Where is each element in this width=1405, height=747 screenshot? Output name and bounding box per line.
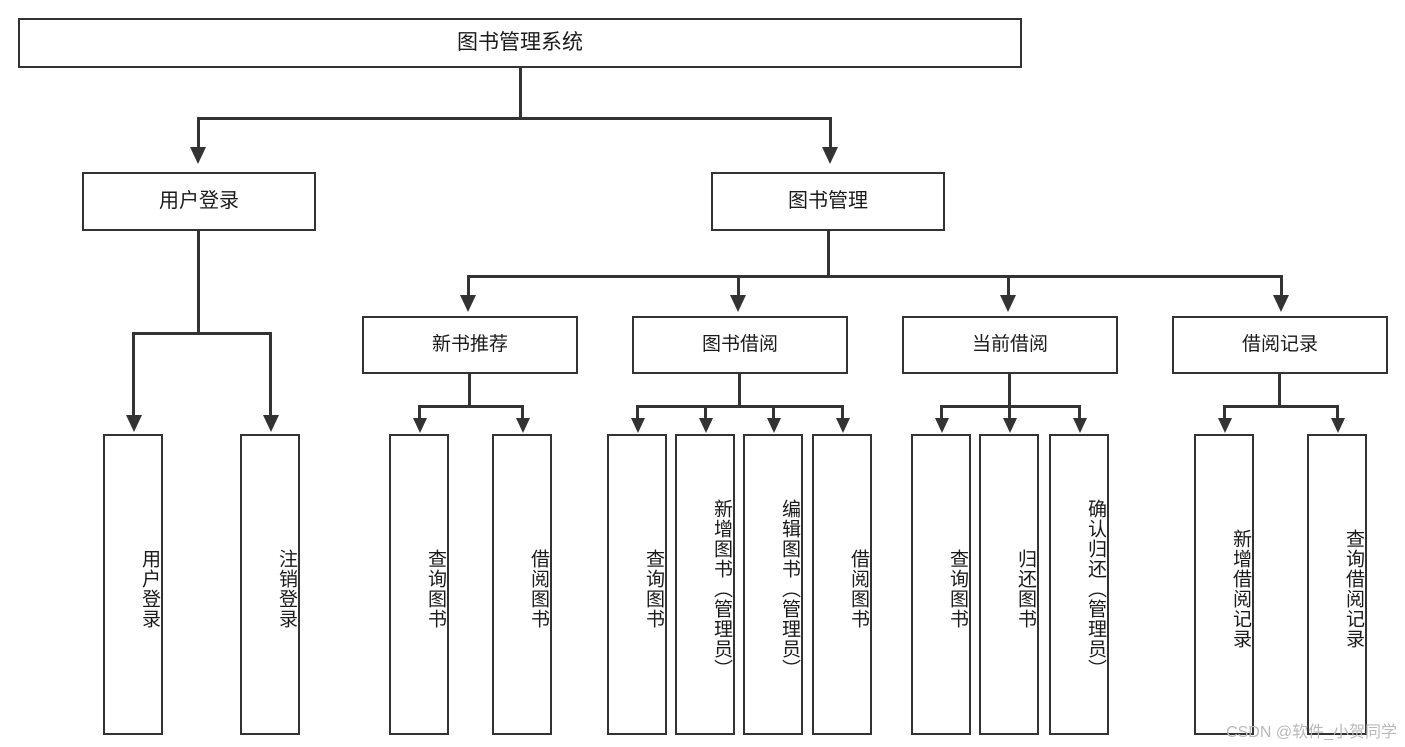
edge-user-login-branch-2 xyxy=(269,332,272,415)
leaf-add-book-admin[interactable]: 新增图书（管理员） xyxy=(675,434,735,735)
edge-borrow-record-bus xyxy=(1224,405,1339,408)
leaf-label: 注销登录 xyxy=(276,548,297,629)
edge-book-borrow-branch-3 xyxy=(772,405,775,418)
edge-book-manage-branch-4 xyxy=(1280,275,1283,295)
leaf-query-book-current[interactable]: 查询图书 xyxy=(911,434,971,735)
leaf-label: 确认归还（管理员） xyxy=(1085,498,1106,679)
edge-user-login-stem xyxy=(197,231,200,334)
node-label: 当前借阅 xyxy=(971,334,1048,356)
leaf-borrow-book[interactable]: 借阅图书 xyxy=(812,434,872,735)
edge-book-borrow-branch-4 xyxy=(841,405,844,418)
edge-root-stem xyxy=(519,68,522,119)
node-label: 图书管理系统 xyxy=(457,30,583,54)
arrow-to-user-login xyxy=(190,147,206,164)
arrow-to-leaf-confirm-return xyxy=(1073,418,1087,433)
leaf-query-borrow-record[interactable]: 查询借阅记录 xyxy=(1307,434,1367,735)
edge-current-borrow-branch-1 xyxy=(940,405,943,418)
edge-current-borrow-bus xyxy=(941,405,1081,408)
arrow-to-leaf-borrow-book-1 xyxy=(516,418,530,433)
leaf-label: 编辑图书（管理员） xyxy=(779,498,800,679)
arrow-to-new-book-recommend xyxy=(460,295,476,312)
leaf-label: 借阅图书 xyxy=(848,548,869,629)
edge-book-manage-branch-2 xyxy=(737,275,740,295)
edge-borrow-record-branch-2 xyxy=(1336,405,1339,418)
leaf-label: 查询图书 xyxy=(425,548,446,629)
arrow-to-leaf-query-book-3 xyxy=(935,418,949,433)
edge-user-login-branch-1 xyxy=(132,332,135,415)
node-borrow-record[interactable]: 借阅记录 xyxy=(1172,316,1388,374)
leaf-confirm-return-admin[interactable]: 确认归还（管理员） xyxy=(1049,434,1109,735)
csdn-watermark: CSDN @软件_小贺同学 xyxy=(1226,724,1397,741)
edge-new-book-stem xyxy=(468,374,471,407)
node-root-book-management-system[interactable]: 图书管理系统 xyxy=(18,18,1022,68)
leaf-user-login[interactable]: 用户登录 xyxy=(103,434,163,735)
node-label: 借阅记录 xyxy=(1241,334,1318,356)
edge-book-manage-stem xyxy=(827,231,830,277)
leaf-query-book-new[interactable]: 查询图书 xyxy=(389,434,449,735)
leaf-add-borrow-record[interactable]: 新增借阅记录 xyxy=(1194,434,1254,735)
node-label: 图书管理 xyxy=(788,190,868,212)
node-book-management[interactable]: 图书管理 xyxy=(711,172,945,231)
arrow-to-leaf-return-book xyxy=(1003,418,1017,433)
leaf-label: 查询图书 xyxy=(947,548,968,629)
edge-user-login-bus xyxy=(133,332,272,335)
leaf-label: 查询图书 xyxy=(643,548,664,629)
arrow-to-leaf-add-book xyxy=(699,418,713,433)
edge-new-book-bus xyxy=(419,405,524,408)
leaf-label: 查询借阅记录 xyxy=(1343,528,1364,649)
edge-book-manage-bus xyxy=(468,275,1283,278)
leaf-return-book[interactable]: 归还图书 xyxy=(979,434,1039,735)
arrow-to-leaf-logout xyxy=(263,415,279,432)
node-label: 新书推荐 xyxy=(431,334,508,356)
leaf-label: 用户登录 xyxy=(139,548,160,629)
edge-book-manage-branch-3 xyxy=(1007,275,1010,295)
node-user-login[interactable]: 用户登录 xyxy=(82,172,316,231)
leaf-logout[interactable]: 注销登录 xyxy=(240,434,300,735)
edge-current-borrow-stem xyxy=(1008,374,1011,407)
edge-new-book-branch-1 xyxy=(418,405,421,418)
arrow-to-leaf-query-book-2 xyxy=(631,418,645,433)
node-book-borrow[interactable]: 图书借阅 xyxy=(632,316,848,374)
edge-current-borrow-branch-2 xyxy=(1008,405,1011,418)
edge-new-book-branch-2 xyxy=(521,405,524,418)
leaf-borrow-book-new[interactable]: 借阅图书 xyxy=(492,434,552,735)
leaf-label: 归还图书 xyxy=(1015,548,1036,629)
node-label: 图书借阅 xyxy=(701,334,778,356)
edge-borrow-record-stem xyxy=(1278,374,1281,407)
arrow-to-leaf-borrow-book-2 xyxy=(836,418,850,433)
arrow-to-borrow-record xyxy=(1273,295,1289,312)
arrow-to-leaf-query-book-1 xyxy=(413,418,427,433)
edge-root-bus xyxy=(198,117,832,120)
leaf-edit-book-admin[interactable]: 编辑图书（管理员） xyxy=(743,434,803,735)
edge-book-borrow-branch-2 xyxy=(704,405,707,418)
edge-root-to-user-login xyxy=(197,117,200,147)
edge-borrow-record-branch-1 xyxy=(1223,405,1226,418)
arrow-to-current-borrow xyxy=(1000,295,1016,312)
leaf-label: 借阅图书 xyxy=(528,548,549,629)
edge-book-borrow-branch-1 xyxy=(636,405,639,418)
leaf-label: 新增借阅记录 xyxy=(1230,528,1251,649)
arrow-to-leaf-user-login xyxy=(126,415,142,432)
node-new-book-recommend[interactable]: 新书推荐 xyxy=(362,316,578,374)
node-current-borrow[interactable]: 当前借阅 xyxy=(902,316,1118,374)
arrow-to-book-borrow xyxy=(730,295,746,312)
edge-book-borrow-stem xyxy=(738,374,741,407)
node-label: 用户登录 xyxy=(159,190,239,212)
arrow-to-leaf-add-record xyxy=(1218,418,1232,433)
edge-book-borrow-bus xyxy=(637,405,844,408)
arrow-to-leaf-edit-book xyxy=(767,418,781,433)
edge-current-borrow-branch-3 xyxy=(1078,405,1081,418)
arrow-to-leaf-query-record xyxy=(1331,418,1345,433)
leaf-label: 新增图书（管理员） xyxy=(711,498,732,679)
edge-book-manage-branch-1 xyxy=(467,275,470,295)
leaf-query-book-borrow[interactable]: 查询图书 xyxy=(607,434,667,735)
arrow-to-book-manage xyxy=(822,147,838,164)
edge-root-to-book-manage xyxy=(829,117,832,147)
